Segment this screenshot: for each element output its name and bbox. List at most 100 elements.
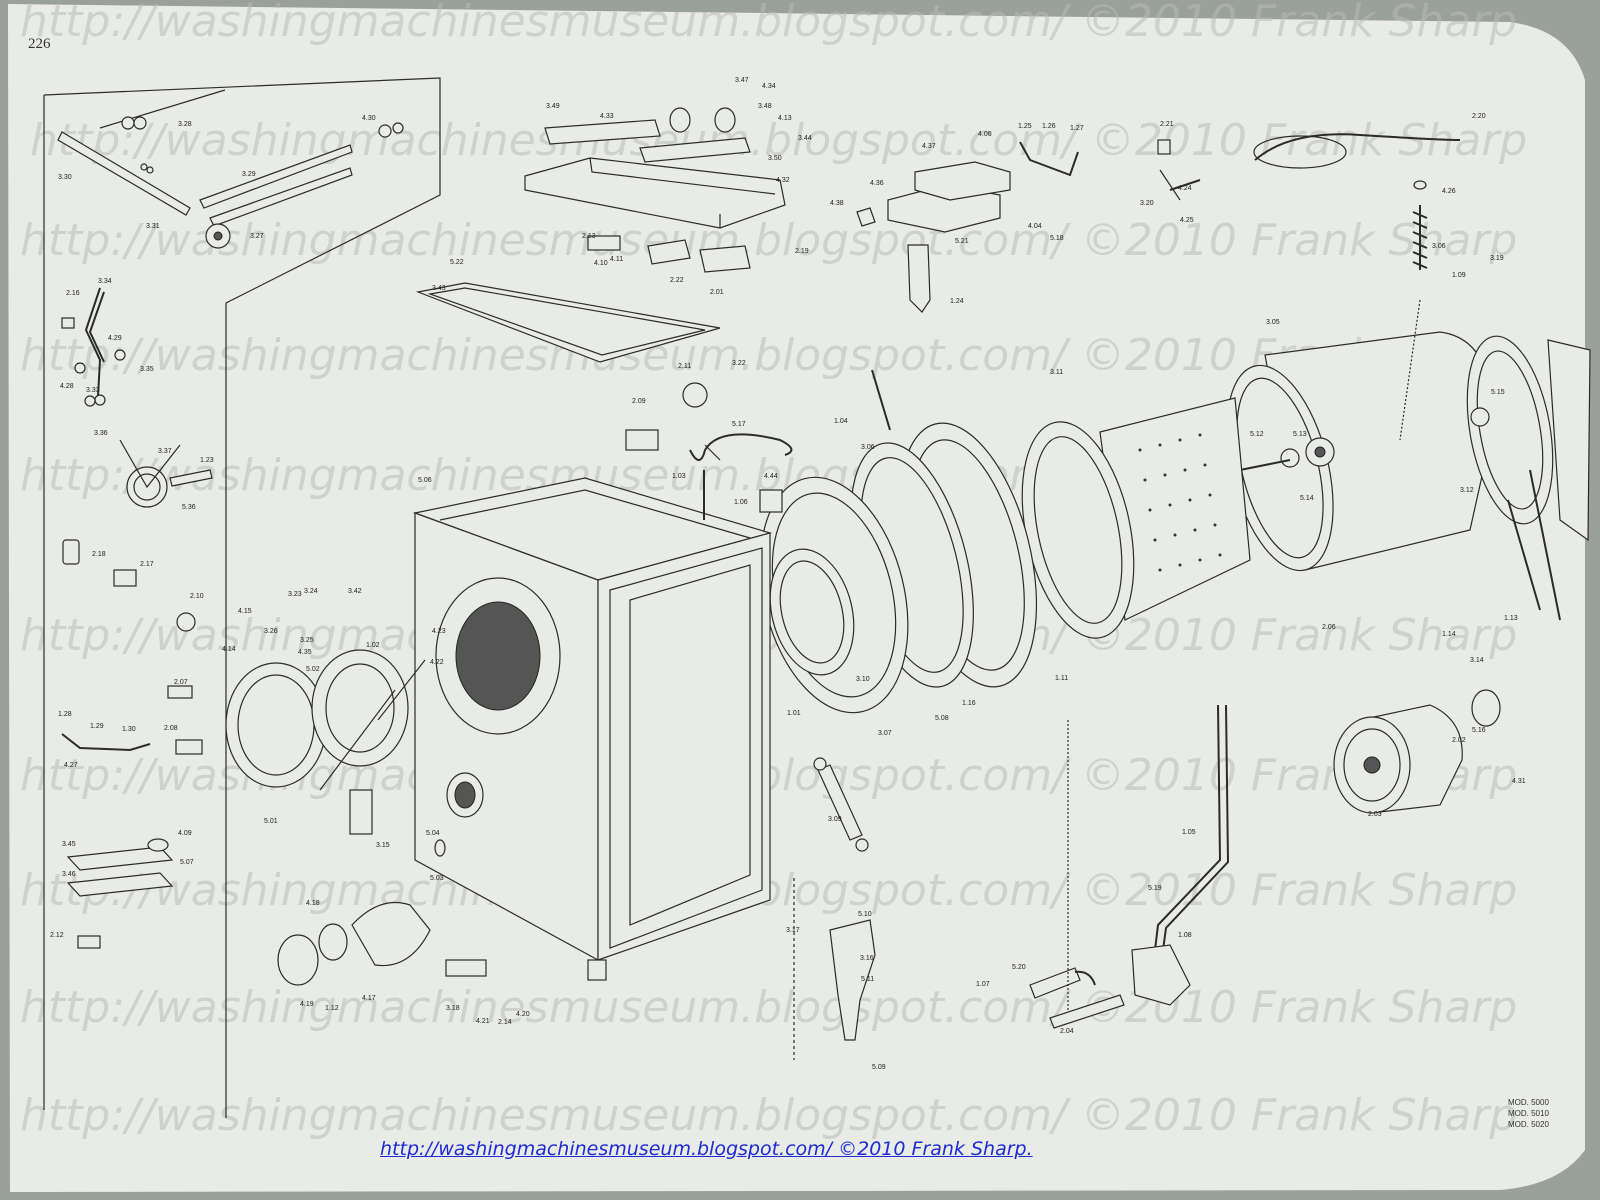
part-label: 5.07 (180, 859, 194, 866)
part-label: 2.12 (50, 932, 64, 939)
watermark-text: http://washingmachinesmuseum.blogspot.co… (20, 1090, 1517, 1141)
part-label: 1.07 (976, 981, 990, 988)
part-label: 3.44 (798, 135, 812, 142)
top-lid-panel (415, 282, 721, 363)
part-label: 1.16 (962, 700, 976, 707)
part-label: 3.45 (62, 841, 76, 848)
heater-bracket (793, 878, 876, 1060)
part-label: 4.31 (1512, 778, 1526, 785)
part-label: 5.11 (861, 976, 874, 983)
part-label: 4.36 (870, 180, 884, 187)
part-label: 3.43 (432, 285, 446, 292)
door-assembly (225, 649, 409, 835)
part-label: 3.12 (1460, 487, 1474, 494)
part-label: 5.09 (872, 1064, 886, 1071)
part-label: 3.27 (250, 233, 264, 240)
part-label: 5.15 (1491, 389, 1505, 396)
part-label: 3.50 (768, 155, 782, 162)
part-label: 3.48 (758, 103, 772, 110)
part-label: 3.42 (348, 588, 362, 595)
part-label: 5.17 (732, 421, 746, 428)
part-label: 4.21 (476, 1018, 490, 1025)
part-label: 2.14 (498, 1019, 512, 1026)
watermark-text: http://washingmachinesmuseum.blogspot.co… (20, 215, 1517, 266)
part-label: 3.36 (94, 430, 108, 437)
part-label: 2.11 (678, 363, 691, 370)
part-label: 2.19 (795, 248, 809, 255)
part-label: 1.04 (834, 418, 848, 425)
part-label: 4.17 (362, 995, 376, 1002)
part-label: 4.25 (1180, 217, 1194, 224)
part-label: 5.21 (955, 238, 969, 245)
part-label: 1.28 (58, 711, 72, 718)
part-label: 5.03 (430, 875, 444, 882)
pulley-assembly (119, 439, 213, 508)
part-label: 2.01 (710, 289, 724, 296)
part-label: 2.10 (190, 593, 204, 600)
control-panel-assembly (524, 107, 786, 273)
part-label: 5.19 (1148, 885, 1162, 892)
power-cord-assembly (1157, 133, 1461, 201)
part-label: 3.26 (264, 628, 278, 635)
part-label: 1.03 (672, 473, 686, 480)
part-label: 3.31 (146, 223, 160, 230)
inner-drum (1021, 397, 1251, 639)
part-label: 4.33 (600, 113, 614, 120)
part-label: 1.29 (90, 723, 104, 730)
part-label: 3.35 (140, 366, 154, 373)
part-label: 1.27 (1070, 125, 1084, 132)
part-label: 4.26 (1442, 188, 1456, 195)
part-label: 3.30 (58, 174, 72, 181)
part-label: 5.36 (182, 504, 196, 511)
part-label: 3.46 (62, 871, 76, 878)
door-lock-lever (61, 287, 126, 407)
part-label: 5.20 (1012, 964, 1026, 971)
part-label: 4.14 (222, 646, 236, 653)
part-label: 5.06 (418, 477, 432, 484)
part-label: 5.14 (1300, 495, 1314, 502)
part-label: 5.04 (426, 830, 440, 837)
filter-pump-parts (277, 839, 487, 986)
part-label: 3.25 (300, 637, 314, 644)
part-label: 2.08 (164, 725, 178, 732)
part-label: 4.23 (432, 628, 446, 635)
part-label: 4.24 (1178, 185, 1192, 192)
part-label: 3.11 (1050, 369, 1063, 376)
suspension-spring (1412, 180, 1428, 270)
part-label: 1.25 (1018, 123, 1032, 130)
part-label: 5.12 (1250, 431, 1264, 438)
part-label: 3.24 (304, 588, 318, 595)
part-label: 3.16 (860, 955, 874, 962)
part-label: 2.21 (1160, 121, 1174, 128)
drive-pulley-belt (1466, 335, 1591, 621)
part-label: 4.38 (830, 200, 844, 207)
part-label: 5.02 (306, 666, 320, 673)
part-label: 3.18 (446, 1005, 460, 1012)
part-label: 1.09 (1452, 272, 1466, 279)
footer-link[interactable]: http://washingmachinesmuseum.blogspot.co… (380, 1138, 1033, 1160)
outer-tub-rear (1226, 331, 1493, 572)
part-label: 4.22 (430, 659, 444, 666)
part-label: 5.13 (1293, 431, 1307, 438)
part-label: 4.19 (300, 1001, 314, 1008)
part-label: 1.14 (1442, 631, 1456, 638)
part-label: 2.09 (632, 398, 646, 405)
part-label: 2.13 (582, 233, 596, 240)
watermark-text: http://washingmachinesmuseum.blogspot.co… (20, 0, 1517, 47)
part-label: 4.44 (764, 473, 778, 480)
part-label: 4.27 (64, 762, 78, 769)
part-label: 1.06 (734, 499, 748, 506)
part-label: 2.20 (1472, 113, 1486, 120)
part-label: 2.18 (92, 551, 106, 558)
part-label: 4.34 (762, 83, 776, 90)
part-label: 3.06 (1432, 243, 1446, 250)
watermark-text: http://washingmachinesmuseum.blogspot.co… (30, 115, 1527, 166)
leader-lines (319, 299, 1421, 1010)
model-number: MOD. 5000 (1508, 1098, 1549, 1107)
part-label: 5.16 (1472, 727, 1486, 734)
part-label: 4.37 (922, 143, 936, 150)
inlet-valves-hoses (625, 369, 891, 520)
part-label: 2.06 (1322, 624, 1336, 631)
drain-hose-pump (1029, 704, 1230, 1029)
part-label: 5.08 (935, 715, 949, 722)
